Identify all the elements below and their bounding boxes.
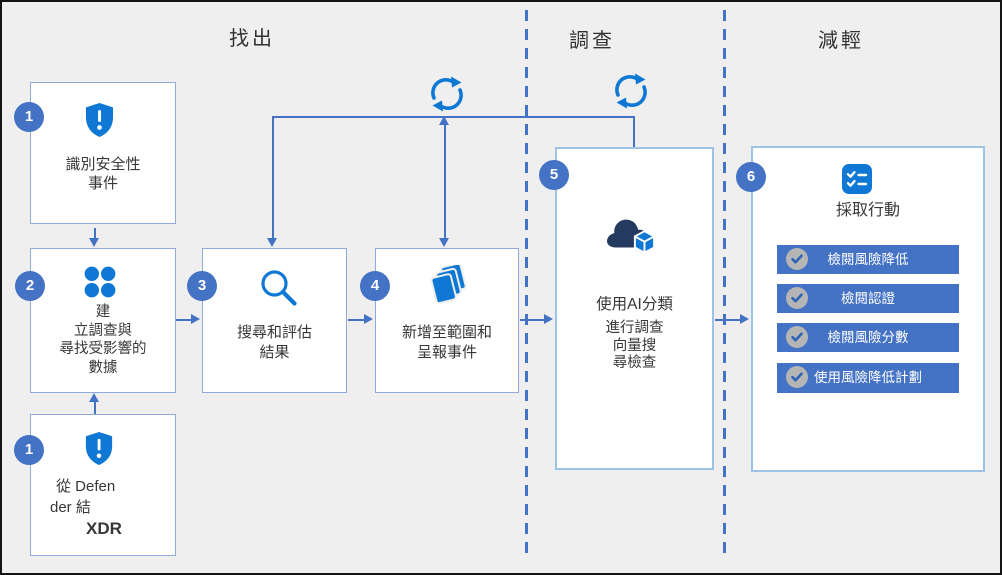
action-item-label: 使用風險降低計劃 xyxy=(814,370,922,385)
connector-top-line xyxy=(273,116,634,118)
step-label-identify: 識別安全性 事件 xyxy=(65,156,141,192)
connector-drop-left xyxy=(272,116,274,238)
action-item-review-credentials: 檢閱認證 xyxy=(777,284,959,313)
arrowhead-right-icon xyxy=(544,314,553,324)
connector-drop-right xyxy=(633,116,635,147)
action-item-review-risk-score: 檢閱風險分數 xyxy=(777,323,959,352)
step-badge: 2 xyxy=(15,271,45,301)
layers-icon xyxy=(430,265,467,305)
arrowhead-up-icon xyxy=(89,393,99,402)
step-label-defender-xdr: 從 Defen der 結 XDR xyxy=(50,478,122,538)
arrowhead-up-icon xyxy=(439,116,449,125)
step-badge: 1 xyxy=(14,435,44,465)
arrowhead-right-icon xyxy=(191,314,200,324)
step-badge: 4 xyxy=(360,271,390,301)
step-badge: 6 xyxy=(736,162,766,192)
dots-grid-icon xyxy=(84,266,116,298)
arrowhead-right-icon xyxy=(364,314,373,324)
phase-header-find: 找出 xyxy=(229,28,275,50)
shield-alert-icon xyxy=(85,432,113,465)
arrowhead-right-icon xyxy=(740,314,749,324)
cloud-cube-icon xyxy=(607,219,656,254)
connector-ai-action xyxy=(715,319,742,321)
action-item-label: 檢閱認證 xyxy=(841,291,895,306)
connector-double-arrow xyxy=(444,124,446,238)
action-item-label: 檢閱風險降低 xyxy=(827,252,909,267)
phase-divider-1 xyxy=(525,10,528,555)
step-badge: 5 xyxy=(539,160,569,190)
step-title-ai: 使用AI分類 xyxy=(596,296,673,313)
step-label-ai: 進行調查 向量搜 尋檢查 xyxy=(605,320,664,371)
connector-defender-create xyxy=(94,402,96,414)
arrowhead-down-icon xyxy=(267,238,277,247)
connector-identify-create xyxy=(94,228,96,239)
step-label-create: 建 立調查與 尋找受影響的 數據 xyxy=(59,304,147,376)
check-circle-icon xyxy=(786,366,808,388)
shield-alert-icon xyxy=(86,103,113,137)
step-box-search xyxy=(202,248,347,393)
step-badge: 1 xyxy=(14,102,44,132)
arrowhead-down-icon xyxy=(89,238,99,247)
phase-divider-2 xyxy=(723,10,726,555)
phase-header-mitigate: 減輕 xyxy=(818,30,864,52)
step-title-action: 採取行動 xyxy=(835,202,900,219)
step-label-scope: 新增至範圍和 呈報事件 xyxy=(401,324,492,361)
action-item-label: 檢閱風險分數 xyxy=(827,330,909,345)
search-icon xyxy=(261,270,297,306)
step-box-ai-triage xyxy=(555,147,714,470)
phase-header-investigate: 調查 xyxy=(569,30,615,52)
step-badge: 3 xyxy=(187,271,217,301)
check-circle-icon xyxy=(786,326,808,348)
arrowhead-down-icon xyxy=(439,238,449,247)
action-item-use-risk-reduction-plan: 使用風險降低計劃 xyxy=(777,363,959,393)
connector-search-scope xyxy=(348,319,366,321)
sync-arrows-icon xyxy=(431,76,463,112)
check-circle-icon xyxy=(786,248,808,270)
step-label-search: 搜尋和評估 結果 xyxy=(236,324,312,361)
check-circle-icon xyxy=(786,287,808,309)
sync-arrows-icon xyxy=(615,73,647,109)
checklist-icon xyxy=(842,164,872,194)
connector-scope-ai xyxy=(520,319,546,321)
connector-create-search xyxy=(175,319,193,321)
action-item-review-risk-reduction: 檢閱風險降低 xyxy=(777,245,959,274)
